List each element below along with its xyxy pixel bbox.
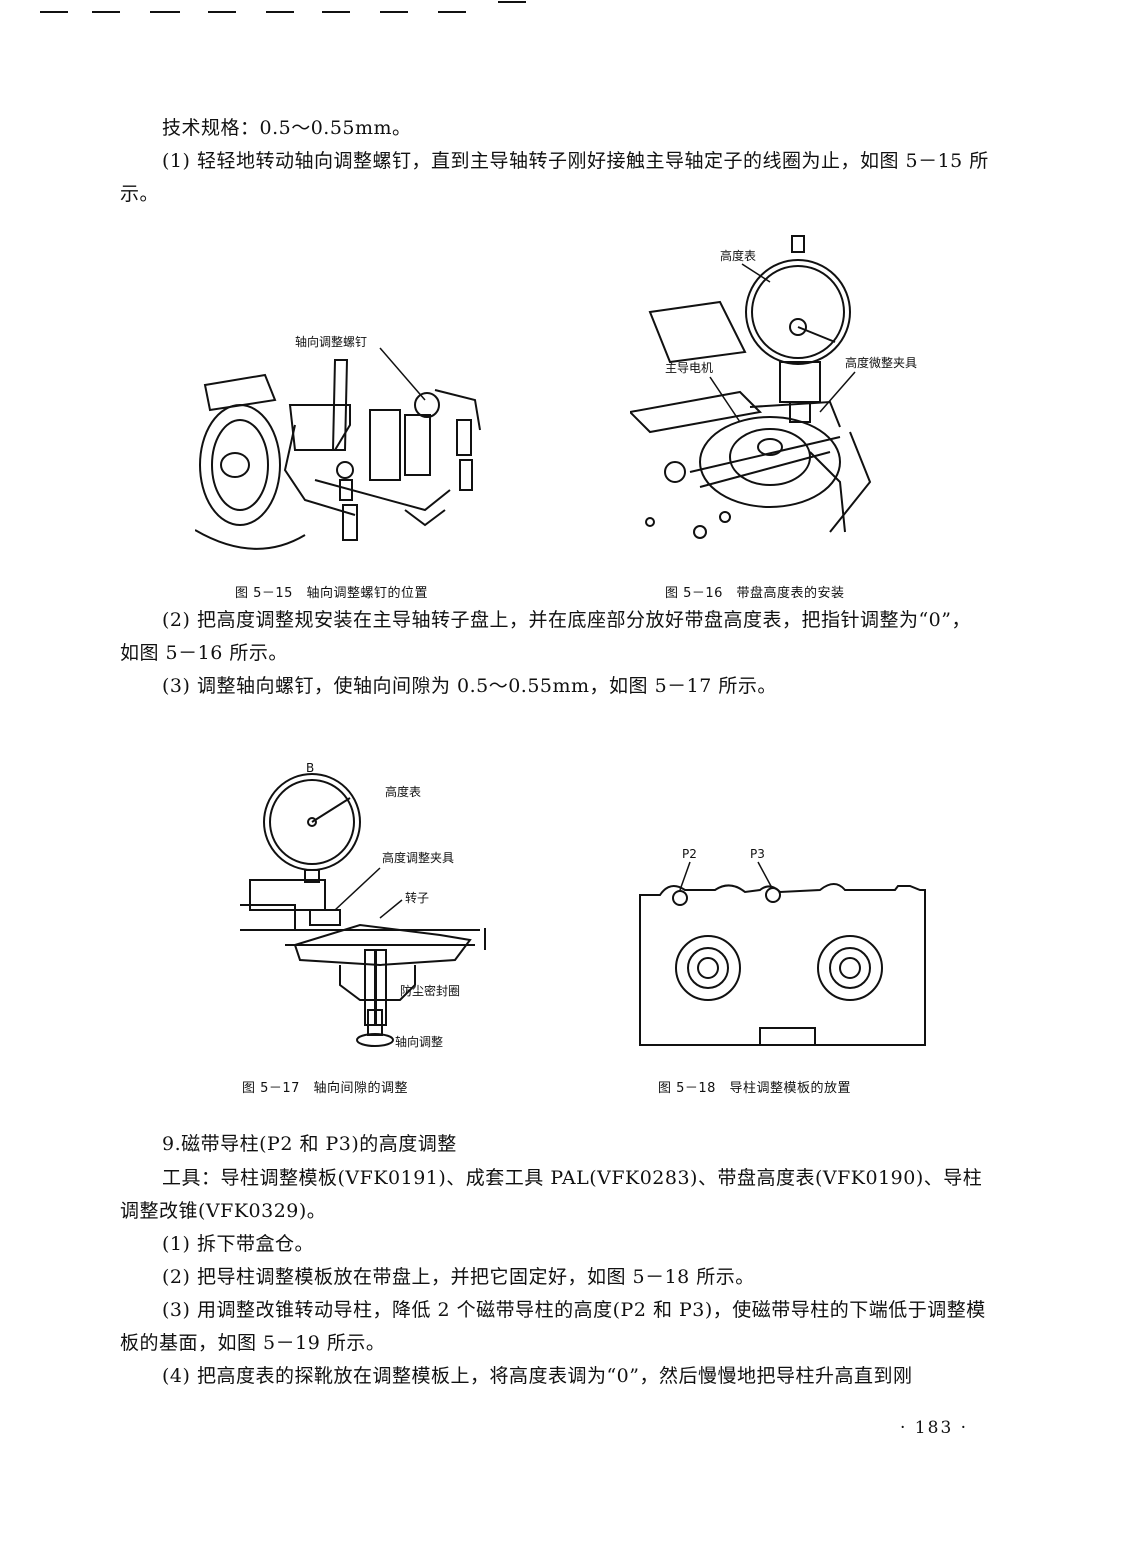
- spec-line: 技术规格：0.5～0.55mm。: [162, 117, 412, 139]
- fig18-caption: 图 5－18 导柱调整模板的放置: [658, 1081, 851, 1096]
- fig15-label-screw: 轴向调整螺钉: [295, 334, 367, 349]
- step9-4: (4) 把高度表的探靴放在调整模板上，将高度表调为“0”，然后慢慢地把导柱升高直…: [162, 1365, 913, 1387]
- figure-5-15-illustration: 轴向调整螺钉: [195, 334, 481, 550]
- step9-3: (3) 用调整改锥转动导柱，降低 2 个磁带导柱的高度(P2 和 P3)，使磁带…: [120, 1299, 986, 1354]
- figure-5-16-illustration: 高度表 主导电机 高度微整夹具: [630, 235, 917, 539]
- fig17-label-fixture: 高度调整夹具: [382, 850, 454, 865]
- fig17-label-rotor: 转子: [405, 890, 429, 905]
- step-3: (3) 调整轴向螺钉，使轴向间隙为 0.5～0.55mm，如图 5－17 所示。: [162, 675, 777, 697]
- step-2: (2) 把高度调整规安装在主导轴转子盘上，并在底座部分放好带盘高度表，把指针调整…: [120, 609, 971, 664]
- fig17-label-b: B: [306, 761, 314, 775]
- fig17-label-seal: 防尘密封圈: [400, 983, 460, 998]
- page-number: · 183 ·: [900, 1418, 969, 1438]
- figure-5-17-illustration: B 高度表 高度调整夹具 转子 防尘密封圈 轴向调整: [240, 761, 486, 1049]
- step9-1: (1) 拆下带盒仓。: [162, 1233, 314, 1255]
- step9-2: (2) 把导柱调整模板放在带盘上，并把它固定好，如图 5－18 所示。: [162, 1266, 755, 1288]
- fig17-label-gauge: 高度表: [385, 784, 421, 799]
- step-1: (1) 轻轻地转动轴向调整螺钉，直到主导轴转子刚好接触主导轴定子的线圈为止，如图…: [120, 150, 989, 205]
- fig16-label-gauge: 高度表: [720, 248, 756, 263]
- fig16-label-motor: 主导电机: [665, 361, 713, 375]
- top-dashed-rule: [40, 1, 526, 13]
- fig18-label-p2: P2: [682, 847, 697, 861]
- tools-line: 工具：导柱调整模板(VFK0191)、成套工具 PAL(VFK0283)、带盘高…: [120, 1167, 983, 1222]
- section-heading: 9.磁带导柱(P2 和 P3)的高度调整: [162, 1133, 457, 1155]
- fig16-label-fixture: 高度微整夹具: [845, 355, 917, 370]
- fig17-caption: 图 5－17 轴向间隙的调整: [242, 1081, 408, 1096]
- fig15-caption: 图 5－15 轴向调整螺钉的位置: [235, 586, 428, 601]
- fig17-label-axial: 轴向调整: [395, 1034, 443, 1049]
- fig18-label-p3: P3: [750, 847, 765, 861]
- figure-5-18-illustration: P2 P3: [639, 847, 926, 1046]
- fig16-caption: 图 5－16 带盘高度表的安装: [665, 586, 845, 601]
